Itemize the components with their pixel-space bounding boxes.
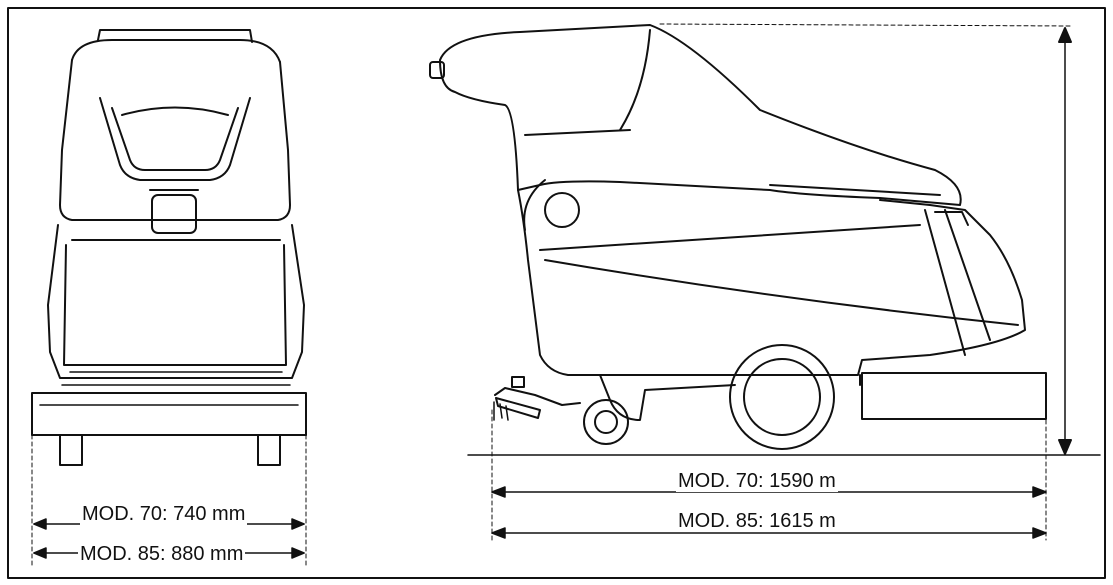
side-body-sweep-line [544, 259, 1019, 326]
front-left-foot [59, 434, 83, 466]
front-latch [151, 194, 197, 234]
front-lower-body [47, 224, 305, 379]
side-length-mod85-label: MOD. 85: 1615 m [676, 510, 838, 532]
side-hood [439, 24, 962, 206]
front-right-foot [257, 434, 281, 466]
front-emblem-outer [99, 97, 251, 181]
side-squeegee [861, 372, 1047, 420]
side-arrowhead-85-left [491, 527, 506, 539]
front-tank-panel [63, 244, 287, 366]
front-hood [59, 59, 291, 221]
side-body-upper-line [539, 224, 921, 251]
side-rear-cap [934, 211, 969, 226]
side-pedal-arm [494, 387, 581, 406]
side-extension-lines [491, 409, 1047, 541]
side-front-caster [583, 399, 629, 445]
side-body [517, 189, 1026, 376]
side-view-machine [429, 24, 1047, 450]
side-rear-wheel [729, 344, 835, 450]
front-emblem-curve [121, 106, 229, 116]
side-hood-lower-edge [769, 184, 941, 196]
side-arrowhead-85-right [1032, 527, 1047, 539]
front-arrowhead-70-left [33, 518, 47, 530]
front-width-mod85-label: MOD. 85: 880 mm [78, 543, 246, 565]
side-front-fork [599, 374, 736, 421]
side-dimension-arrows [491, 486, 1047, 539]
front-view-machine [31, 29, 307, 466]
side-pedal-plate [495, 397, 541, 419]
side-pedal-knob [511, 376, 525, 388]
side-hood-crease [619, 29, 651, 131]
side-arrowhead-70-left [491, 486, 506, 498]
front-arrowhead-85-right [291, 547, 305, 559]
front-hood-top [71, 39, 281, 63]
side-hood-line [524, 129, 631, 136]
side-round-cap [544, 192, 580, 228]
drawing-frame [7, 7, 1106, 579]
side-arrowhead-70-right [1032, 486, 1047, 498]
height-arrowhead-bottom [1058, 439, 1072, 455]
height-top-extension [659, 23, 1071, 27]
side-rear-wheel-hub [743, 358, 821, 436]
front-extension-lines [31, 434, 307, 569]
side-pedal-teeth [493, 401, 509, 421]
front-width-mod70-label: MOD. 70: 740 mm [80, 503, 248, 525]
side-body-front-curve [523, 179, 546, 231]
height-dimension [659, 23, 1072, 455]
side-length-mod70-label: MOD. 70: 1590 m [676, 470, 838, 492]
side-front-caster-hub [594, 410, 618, 434]
front-brush-deck [31, 392, 307, 436]
front-arrowhead-85-left [33, 547, 47, 559]
height-arrowhead-top [1058, 27, 1072, 43]
side-rear-panel-line [924, 209, 966, 356]
front-lid-top [97, 29, 253, 43]
side-rear-panel-line-2 [944, 209, 991, 341]
front-arrowhead-70-right [291, 518, 305, 530]
front-emblem-inner [111, 107, 239, 171]
side-handle-grip [429, 61, 445, 79]
